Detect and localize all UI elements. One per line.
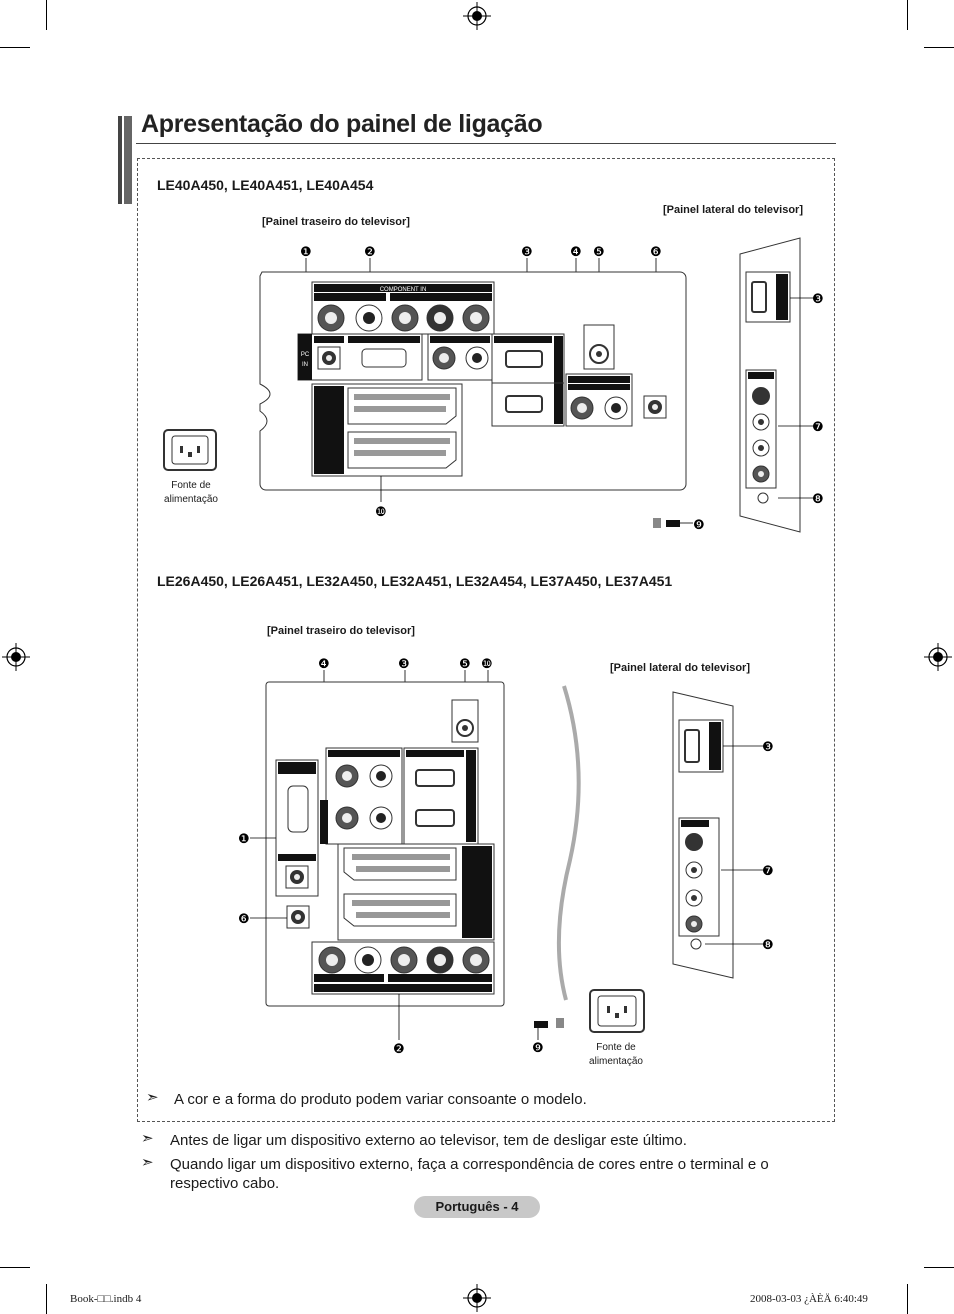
tv-edge-and-power: ❾ [532,685,645,1055]
registration-mark [463,2,491,30]
callout-3: ❸ [398,656,410,671]
title-accent-bar [118,116,132,204]
svg-text:IN: IN [302,362,308,368]
page-title: Apresentação do painel de ligação [141,110,543,138]
registration-mark [2,643,30,671]
note-disconnect: Antes de ligar um dispositivo externo ao… [170,1132,687,1149]
model-list-1: LE40A450, LE40A451, LE40A454 [157,177,374,193]
side-callout-7: ❼ [762,863,774,878]
callout-2: ❷ [393,1041,405,1056]
callout-4: ❹ [318,656,330,671]
callout-3: ❸ [521,244,533,259]
callout-5: ❺ [459,656,471,671]
crop-mark [0,47,30,48]
component-in-label: COMPONENT IN [380,287,427,293]
callout-9: ❾ [693,517,705,532]
rear-panel-diagram-1: ❶ ❷ ❸ ❹ ❺ ❻ COMPONENT IN PC IN [163,244,705,532]
model-list-2: LE26A450, LE26A451, LE32A450, LE32A451, … [157,573,673,589]
callout-6: ❻ [238,911,250,926]
crop-mark [0,1267,30,1268]
note-variation: A cor e a forma do produto podem variar … [174,1091,587,1108]
diagram-frame [137,158,835,1122]
crop-mark [46,0,47,30]
rear-panel-caption-1: [Painel traseiro do televisor] [262,216,410,228]
callout-9: ❾ [532,1040,544,1055]
callout-10: ❿ [375,504,387,519]
callout-1: ❶ [238,831,250,846]
side-callout-8: ❽ [812,491,824,506]
crop-mark [46,1284,47,1314]
power-supply-label-2: Fonte de alimentação [589,1042,643,1067]
crop-mark [924,47,954,48]
note-arrow-icon: ➣ [141,1154,154,1171]
rear-panel-diagram-2: ❹ ❸ ❺ ❿ ❶ ❻ [238,656,505,1056]
callout-2: ❷ [364,244,376,259]
callout-4: ❹ [570,244,582,259]
rear-panel-caption-2: [Painel traseiro do televisor] [267,625,415,637]
callout-1: ❶ [300,244,312,259]
note-arrow-icon: ➣ [146,1089,159,1106]
crop-mark [907,1284,908,1314]
side-callout-3: ❸ [762,739,774,754]
svg-text:PC: PC [301,352,310,358]
note-arrow-icon: ➣ [141,1130,154,1147]
side-callout-8: ❽ [762,937,774,952]
note-color-match: Quando ligar um dispositivo externo, faç… [170,1156,769,1192]
registration-mark [463,1284,491,1312]
side-panel-caption-1: [Painel lateral do televisor] [663,204,803,216]
page-number-badge: Português - 4 [414,1196,540,1218]
side-panel-diagram-2: ❸ ❼ ❽ [672,691,774,979]
power-supply-label-1: Fonte de alimentação [164,480,218,505]
registration-mark [924,643,952,671]
callout-5: ❺ [593,244,605,259]
side-panel-caption-2: [Painel lateral do televisor] [610,662,750,674]
print-file-info: Book-□□.indb 4 [70,1293,142,1305]
side-callout-3: ❸ [812,291,824,306]
side-panel-diagram-1: ❸ ❼ ❽ [739,237,824,533]
crop-mark [924,1267,954,1268]
print-timestamp: 2008-03-03 ¿ÀÈÄ 6:40:49 [750,1293,868,1305]
title-underline [136,143,836,144]
crop-mark [907,0,908,30]
callout-10: ❿ [481,656,493,671]
callout-6: ❻ [650,244,662,259]
side-callout-7: ❼ [812,419,824,434]
